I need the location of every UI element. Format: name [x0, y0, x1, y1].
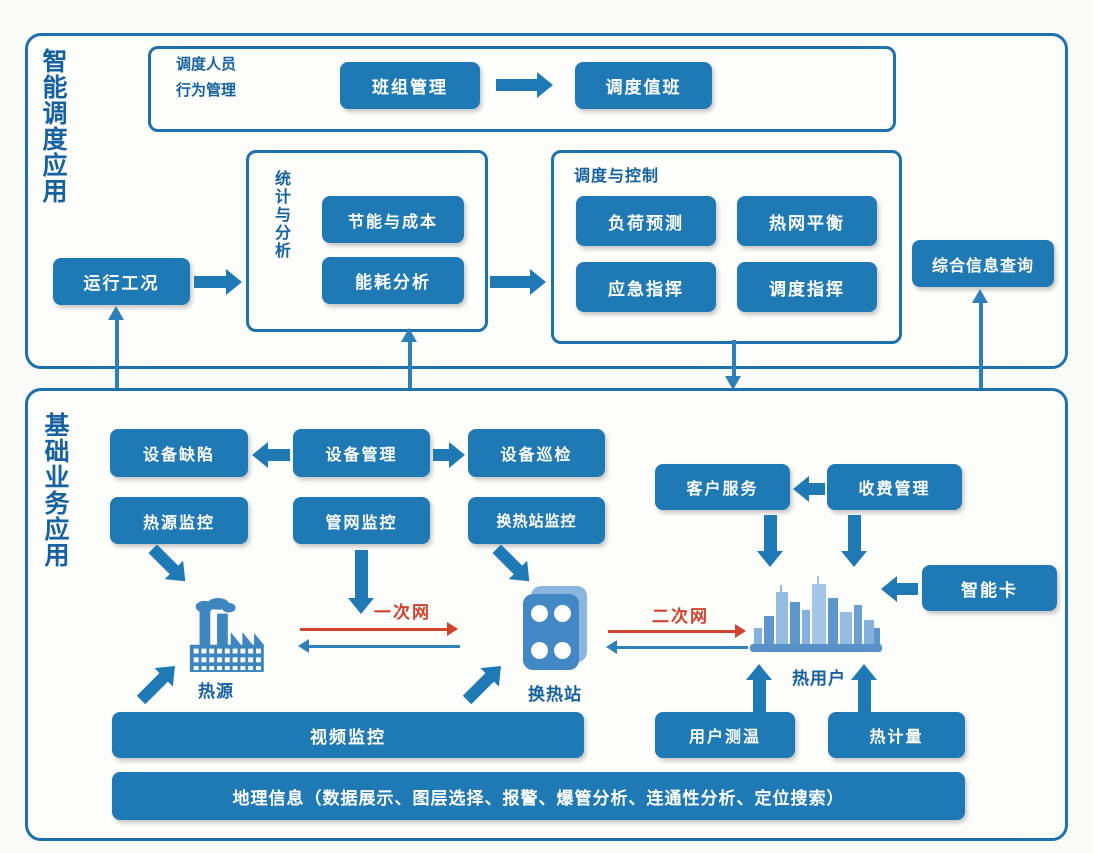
arrow-down-icon: [725, 340, 742, 390]
exchange-station-icon: [523, 586, 587, 670]
bottom-section-title: 基础业务应用: [41, 412, 69, 568]
user-temperature-node: 用户测温: [655, 712, 795, 758]
arrow-right-icon: [433, 442, 465, 468]
device-defect-node: 设备缺陷: [110, 429, 248, 477]
arrow-left-icon: [252, 442, 290, 468]
energy-analysis-node: 能耗分析: [322, 257, 464, 304]
team-management-node: 班组管理: [340, 62, 480, 109]
arrow-right-icon: [496, 72, 553, 98]
arrow-right-icon: [194, 269, 242, 295]
stats-analysis-title: 统计与分析: [272, 170, 289, 260]
arrow-up-icon: [108, 306, 125, 392]
arrow-up-icon: [972, 289, 989, 392]
arrow-up-icon: [401, 328, 418, 392]
customer-service-node: 客户服务: [655, 464, 790, 510]
blue-arrow-left-icon: [298, 639, 460, 653]
arrow-left-icon: [793, 476, 825, 502]
dispatch-command-node: 调度指挥: [737, 262, 877, 312]
operating-condition-node: 运行工况: [53, 258, 190, 305]
top-section-title: 智能调度应用: [39, 48, 67, 204]
video-monitor-bar: 视频监控: [112, 712, 584, 758]
city-skyline-icon: [750, 576, 882, 652]
arrow-down-icon: [757, 515, 784, 567]
arrow-down-icon: [841, 515, 868, 567]
dispatch-duty-node: 调度值班: [575, 62, 712, 109]
blue-arrow-left-icon: [606, 640, 748, 654]
exchange-station-monitor-node: 换热站监控: [468, 497, 605, 544]
personnel-behavior-label: 调度人员 行为管理: [176, 56, 237, 99]
heat-user-label: 热用户: [792, 669, 846, 688]
arrow-up-icon: [746, 664, 773, 712]
energy-saving-cost-node: 节能与成本: [322, 196, 464, 243]
exchange-station-label: 换热站: [528, 685, 582, 704]
red-arrow-right-icon: [300, 622, 458, 636]
dispatch-control-title: 调度与控制: [574, 168, 660, 185]
arrow-down-icon: [348, 550, 375, 614]
primary-network-label: 一次网: [374, 603, 431, 622]
info-query-node: 综合信息查询: [912, 240, 1054, 287]
gis-info-bar: 地理信息（数据展示、图层选择、报警、爆管分析、连通性分析、定位搜索）: [112, 772, 965, 820]
load-forecast-node: 负荷预测: [576, 196, 716, 246]
pipe-network-monitor-node: 管网监控: [293, 497, 430, 544]
device-patrol-node: 设备巡检: [468, 429, 605, 477]
arrow-left-icon: [881, 576, 918, 602]
arrow-up-icon: [851, 664, 878, 712]
smart-card-node: 智能卡: [922, 565, 1057, 611]
emergency-command-node: 应急指挥: [576, 262, 716, 312]
heat-source-label: 热源: [198, 682, 234, 701]
factory-icon: [189, 598, 264, 672]
heat-network-balance-node: 热网平衡: [737, 196, 877, 246]
heat-source-monitor-node: 热源监控: [110, 497, 248, 544]
billing-management-node: 收费管理: [827, 464, 962, 510]
red-arrow-right-icon: [608, 624, 746, 638]
secondary-network-label: 二次网: [652, 607, 709, 626]
arrow-right-icon: [490, 269, 546, 295]
heat-metering-node: 热计量: [828, 712, 965, 758]
device-management-node: 设备管理: [293, 429, 430, 477]
